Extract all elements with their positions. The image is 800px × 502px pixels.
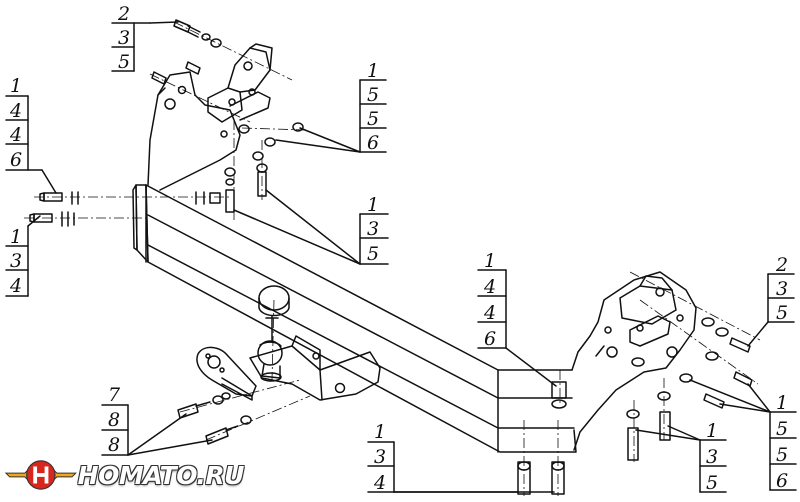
callout-right-top-3: 5 [776,302,788,324]
left-end-plate [132,184,149,263]
top-left-fasteners [151,19,222,85]
callout-right-nut-1: 1 [484,250,496,272]
callout-right-top-1: 2 [775,254,788,276]
callout-center-3: 5 [367,243,379,265]
center-fasteners [224,122,304,213]
right-fasteners [517,317,753,495]
callout-right-nut-3: 4 [483,302,496,324]
leader-lines [27,21,771,493]
tow-ball [257,285,290,382]
callout-center-2: 3 [367,218,379,240]
callout-center-1: 1 [367,194,379,216]
logo-emblem-icon [4,460,77,490]
left-bracket [147,71,241,191]
homato-logo[interactable]: HOMATO.RU [4,452,245,498]
callout-lower-right-1: 1 [706,420,718,442]
left-flange-fasteners [29,191,221,227]
callout-left-lower-2: 3 [10,250,22,272]
callout-right-side-2: 5 [776,418,788,440]
callout-right-side-1: 1 [776,392,788,414]
callout-numbers: 2 3 5 1 5 5 6 1 4 4 6 1 3 4 1 3 5 1 4 4 … [9,3,788,494]
callout-left-upper-3: 4 [9,124,22,146]
callout-bottom-center-3: 4 [373,472,386,494]
callout-right-nut-4: 6 [484,328,496,350]
callout-top-left-2: 3 [118,27,130,49]
callout-right-side-3: 5 [776,444,788,466]
logo-text: HOMATO.RU [77,460,245,490]
right-bracket [571,271,697,451]
callout-right-top-2: 3 [776,278,788,300]
callout-left-lower-1: 1 [10,226,22,248]
callout-right-nut-2: 4 [483,276,496,298]
callout-upper-right-3: 5 [367,108,379,130]
callout-bottom-center-2: 3 [374,446,386,468]
upper-right-mount [619,275,677,347]
callout-upper-right-1: 1 [367,60,379,82]
callout-ball-mount-2: 8 [108,409,120,431]
callout-upper-right-4: 6 [367,132,379,154]
callout-left-lower-3: 4 [9,275,22,297]
callout-ball-mount-3: 8 [108,434,120,456]
main-beam [145,184,577,453]
upper-left-mount [207,43,273,123]
callout-bottom-center-1: 1 [374,421,386,443]
center-lines [24,21,761,496]
callout-top-left-1: 2 [117,3,130,25]
callout-frames [5,22,797,493]
callout-left-upper-4: 6 [10,149,22,171]
callout-upper-right-2: 5 [367,84,379,106]
callout-lower-right-2: 3 [706,446,718,468]
callout-top-left-3: 5 [118,51,130,73]
callout-left-upper-1: 1 [10,75,22,97]
callout-ball-mount-1: 7 [108,384,121,406]
callout-lower-right-3: 5 [706,472,718,494]
callout-right-side-4: 6 [776,470,788,492]
ball-mount [196,335,381,401]
callout-left-upper-2: 4 [9,100,22,122]
